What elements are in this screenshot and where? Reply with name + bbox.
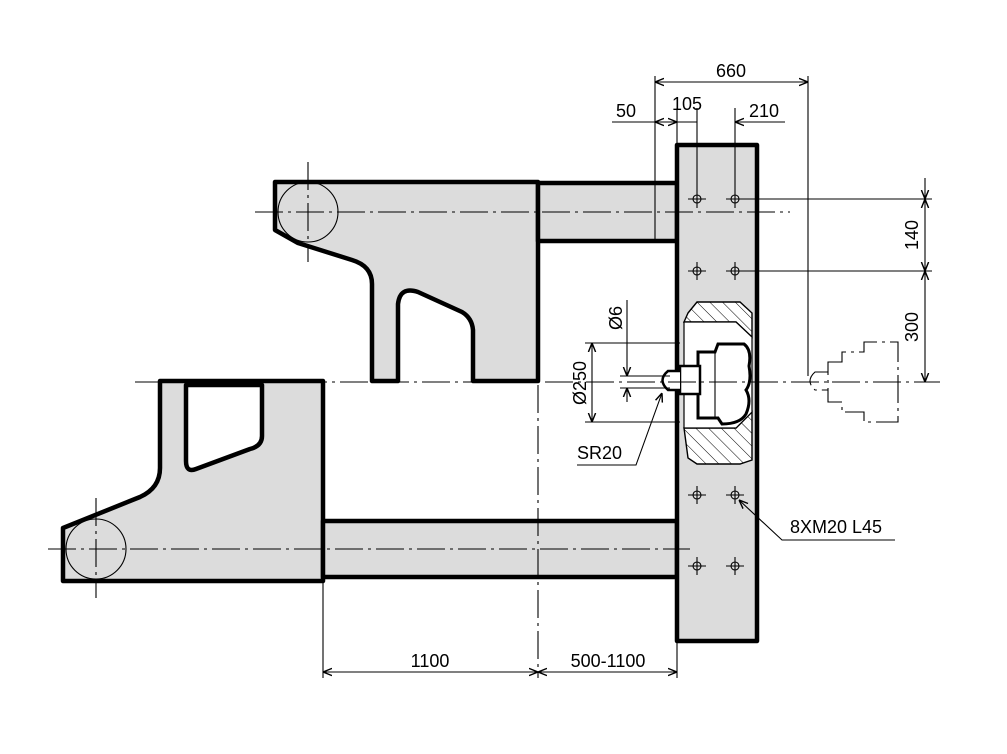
dim-overall-width: 660 xyxy=(716,61,746,81)
dim-hole-offset-2: 210 xyxy=(749,101,779,121)
extension-lines xyxy=(322,76,932,678)
dim-bore-diameter: Ø250 xyxy=(570,361,590,405)
crosshair-hole-icon xyxy=(726,557,744,575)
dimension-labels: 660 50 105 210 140 300 Ø6 Ø250 SR20 8XM2… xyxy=(411,61,922,671)
dim-vertical-spacing-1: 140 xyxy=(902,220,922,250)
dimension-lines xyxy=(323,82,925,672)
dim-nozzle-diameter: Ø6 xyxy=(606,306,626,330)
dim-adjust-range: 500-1100 xyxy=(571,651,646,671)
lower-arm xyxy=(60,378,326,584)
leader-lines xyxy=(577,393,895,541)
mounting-holes xyxy=(688,190,744,575)
dim-hole-offset-1: 105 xyxy=(672,94,702,114)
injection-unit-outline xyxy=(809,341,899,423)
dim-stroke-length: 1100 xyxy=(411,651,450,671)
dim-vertical-spacing-2: 300 xyxy=(902,312,922,342)
dim-edge-offset: 50 xyxy=(616,101,636,121)
crosshair-hole-icon xyxy=(688,262,706,280)
crosshair-hole-icon xyxy=(688,190,706,208)
crosshair-hole-icon xyxy=(726,262,744,280)
crosshair-hole-icon xyxy=(726,190,744,208)
dim-thread-callout: 8XM20 L45 xyxy=(790,517,882,537)
center-lines xyxy=(48,162,940,678)
crosshair-hole-icon xyxy=(726,486,744,504)
crosshair-hole-icon xyxy=(688,557,706,575)
dim-sphere-radius: SR20 xyxy=(577,443,622,463)
crosshair-hole-icon xyxy=(688,486,706,504)
